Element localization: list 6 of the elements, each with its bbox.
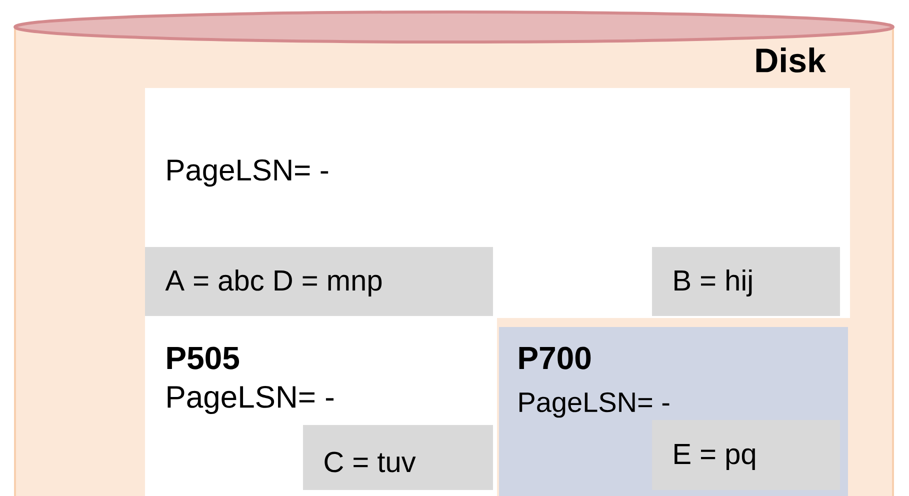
node-label: P505 [167, 346, 240, 370]
record-box: C = tuv [303, 425, 493, 490]
node-label: PageLSN= - [168, 386, 334, 414]
record-box: B = hij [652, 247, 840, 316]
record-box: A = abc D = mnp [145, 247, 493, 316]
record-box: E = pq [652, 420, 840, 490]
